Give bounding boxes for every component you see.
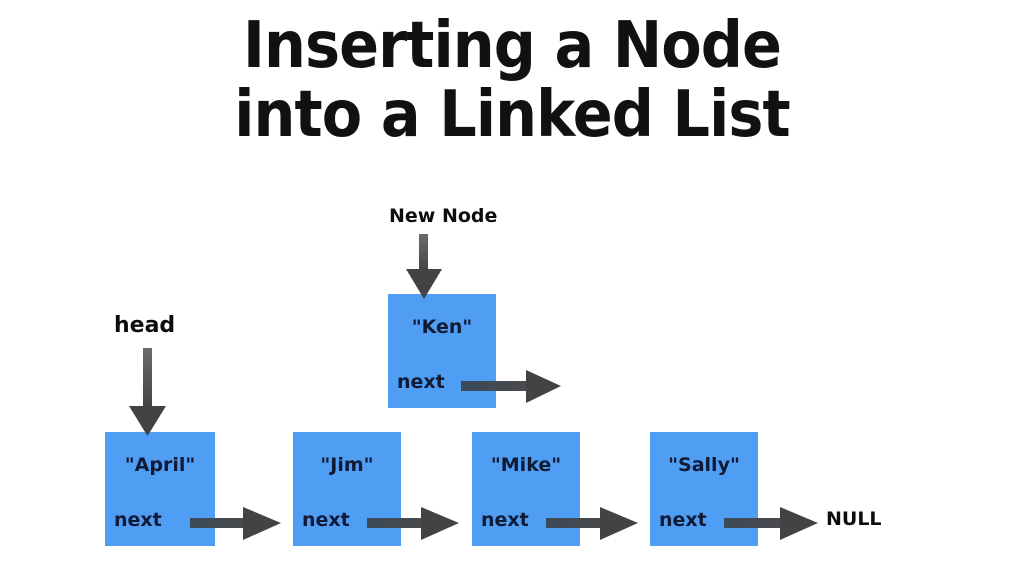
arrow-head-to-april [129,348,166,436]
page-title-line-1: Inserting a Node [242,9,782,83]
page-title-line-2: into a Linked List [234,78,790,153]
node-next-label: next [114,509,162,531]
node-value: "Sally" [668,454,740,476]
node-value: "Mike" [490,454,562,476]
node-value: "Ken" [411,316,473,338]
node-april: "April" next [105,432,215,546]
node-jim: "Jim" next [293,432,401,546]
new-node-label: New Node [389,205,498,227]
node-value: "Jim" [320,454,374,476]
node-next-label: next [397,371,445,393]
node-next-label: next [481,509,529,531]
node-mike: "Mike" next [472,432,580,546]
head-label: head [114,313,176,338]
arrow-newnode-to-ken [406,234,442,299]
node-next-label: next [659,509,707,531]
node-sally: "Sally" next [650,432,758,546]
node-value: "April" [124,454,196,476]
node-next-label: next [302,509,350,531]
page-title: Inserting a Node into a Linked List [41,9,983,153]
node-new-ken: "Ken" next [388,294,496,408]
null-label: NULL [826,508,882,530]
